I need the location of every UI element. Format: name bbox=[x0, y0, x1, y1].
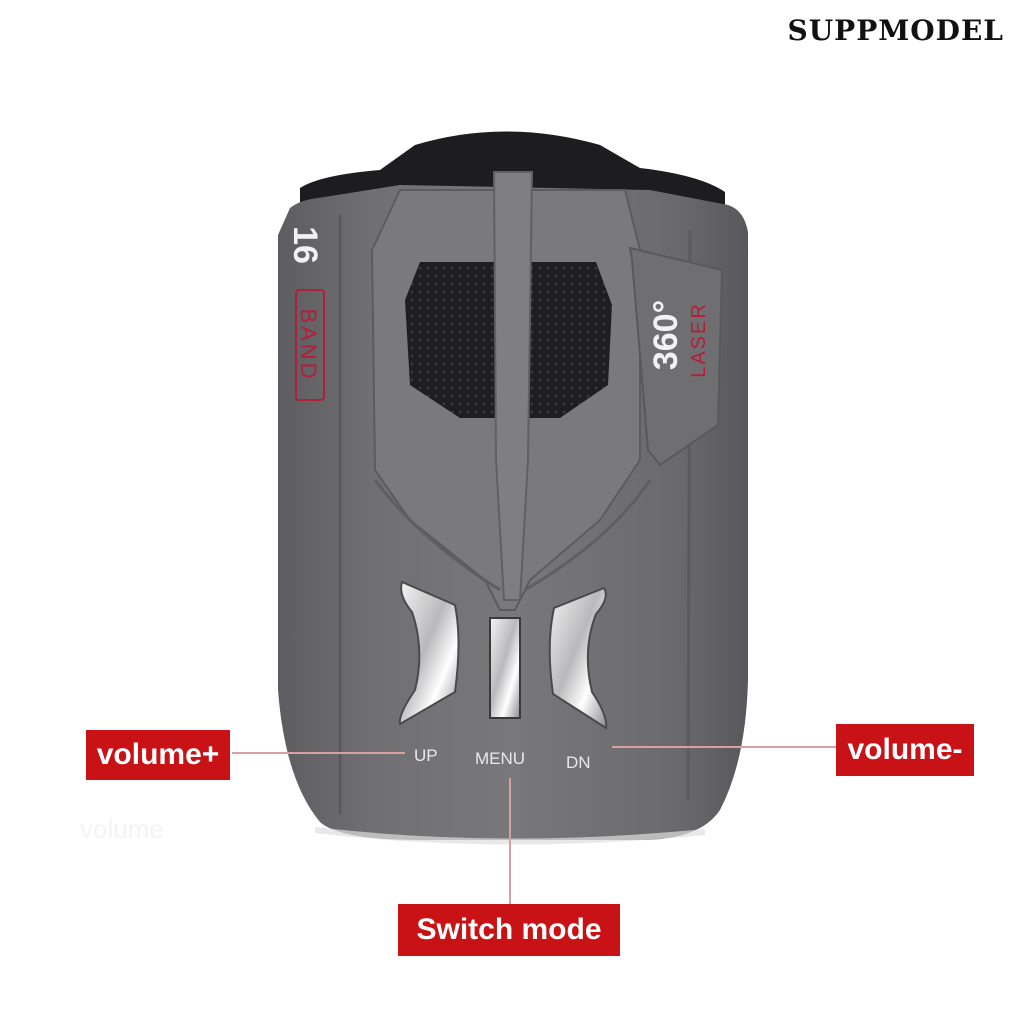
volume-minus-callout: volume- bbox=[836, 724, 974, 776]
svg-text:LASER: LASER bbox=[688, 302, 710, 378]
menu-label: MENU bbox=[475, 749, 526, 768]
volume-plus-callout: volume+ bbox=[86, 730, 230, 780]
svg-text:360°: 360° bbox=[647, 300, 685, 370]
switch-mode-callout: Switch mode bbox=[398, 904, 620, 956]
center-ridge bbox=[492, 171, 534, 601]
band-number: 16 bbox=[286, 226, 324, 264]
speaker-grille-left bbox=[405, 262, 496, 418]
brand-watermark: SUPPMODEL bbox=[787, 14, 1004, 47]
laser-number: 360° bbox=[647, 300, 685, 370]
band-badge-text: BAND bbox=[296, 308, 321, 381]
up-label: UP bbox=[414, 746, 438, 765]
dn-button[interactable] bbox=[548, 586, 608, 730]
svg-text:16: 16 bbox=[286, 226, 324, 264]
faded-text: volume bbox=[80, 814, 164, 844]
band-badge: BAND bbox=[295, 289, 325, 401]
speaker-grille-right bbox=[526, 262, 612, 418]
up-button[interactable] bbox=[398, 580, 460, 726]
laser-badge-text: LASER bbox=[688, 302, 710, 378]
dn-label: DN bbox=[566, 753, 591, 772]
menu-button[interactable] bbox=[489, 617, 521, 719]
